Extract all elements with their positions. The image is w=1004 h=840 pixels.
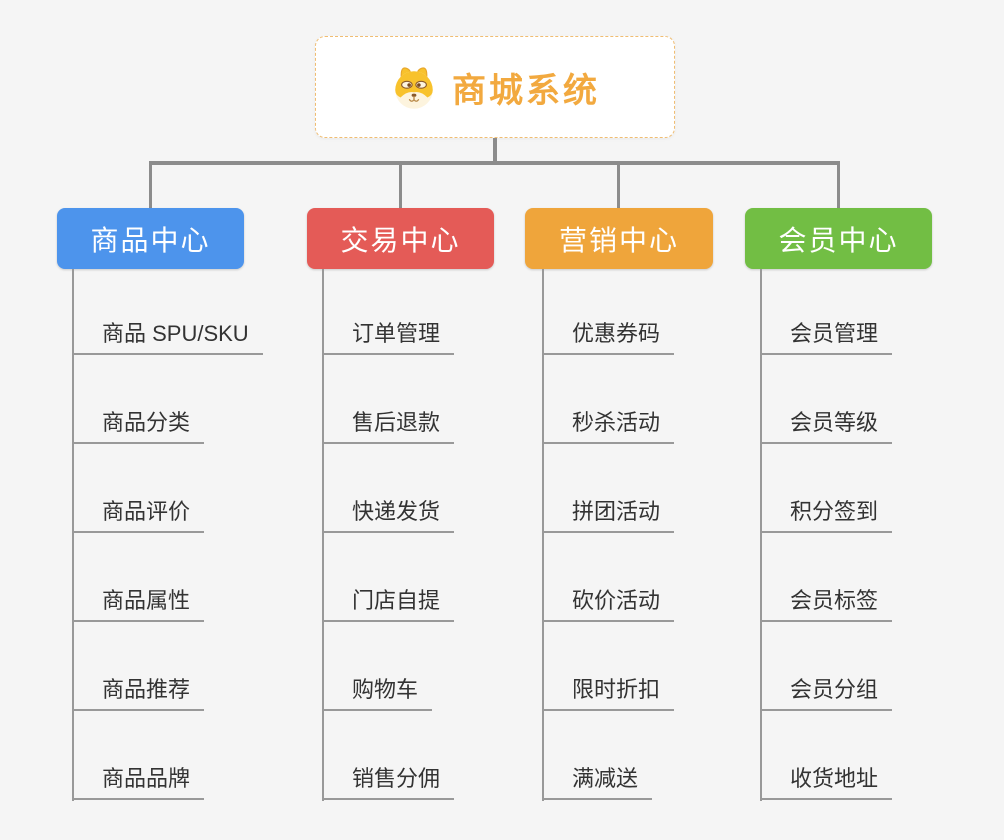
- leaf-node[interactable]: 门店自提: [322, 582, 455, 622]
- trunk-line-marketing: [542, 269, 544, 801]
- connector-drop-marketing: [617, 161, 620, 208]
- leaf-node[interactable]: 商品推荐: [72, 671, 205, 711]
- trunk-line-trade: [322, 269, 324, 801]
- connector-root-stem: [493, 138, 497, 164]
- leaf-node[interactable]: 满减送: [542, 760, 653, 800]
- leaf-node[interactable]: 收货地址: [760, 760, 893, 800]
- leaf-node[interactable]: 快递发货: [322, 493, 455, 533]
- connector-drop-trade: [399, 161, 402, 208]
- leaf-node[interactable]: 商品属性: [72, 582, 205, 622]
- leaf-node[interactable]: 秒杀活动: [542, 404, 675, 444]
- leaf-node[interactable]: 优惠券码: [542, 315, 675, 355]
- dog-face-icon: [390, 63, 438, 111]
- connector-horizontal-bar: [149, 161, 840, 165]
- leaf-node[interactable]: 拼团活动: [542, 493, 675, 533]
- leaf-node[interactable]: 商品分类: [72, 404, 205, 444]
- leaf-node[interactable]: 售后退款: [322, 404, 455, 444]
- leaf-node[interactable]: 砍价活动: [542, 582, 675, 622]
- leaf-node[interactable]: 积分签到: [760, 493, 893, 533]
- leaf-node[interactable]: 商品评价: [72, 493, 205, 533]
- leaf-node[interactable]: 会员管理: [760, 315, 893, 355]
- branch-node-member-center[interactable]: 会员中心: [745, 208, 932, 269]
- leaf-node[interactable]: 会员分组: [760, 671, 893, 711]
- leaf-node[interactable]: 会员等级: [760, 404, 893, 444]
- branch-node-goods-center[interactable]: 商品中心: [57, 208, 244, 269]
- branch-node-marketing-center[interactable]: 营销中心: [525, 208, 713, 269]
- leaf-node[interactable]: 会员标签: [760, 582, 893, 622]
- leaf-node[interactable]: 商品 SPU/SKU: [72, 315, 263, 355]
- root-node[interactable]: 商城系统: [315, 36, 675, 138]
- branch-node-trade-center[interactable]: 交易中心: [307, 208, 494, 269]
- leaf-node[interactable]: 销售分佣: [322, 760, 455, 800]
- trunk-line-goods: [72, 269, 74, 801]
- root-title: 商城系统: [452, 71, 600, 110]
- leaf-node[interactable]: 订单管理: [322, 315, 455, 355]
- leaf-node[interactable]: 商品品牌: [72, 760, 205, 800]
- leaf-node[interactable]: 限时折扣: [542, 671, 675, 711]
- connector-drop-member: [837, 161, 840, 208]
- trunk-line-member: [760, 269, 762, 801]
- connector-drop-goods: [149, 161, 152, 208]
- leaf-node[interactable]: 购物车: [322, 671, 433, 711]
